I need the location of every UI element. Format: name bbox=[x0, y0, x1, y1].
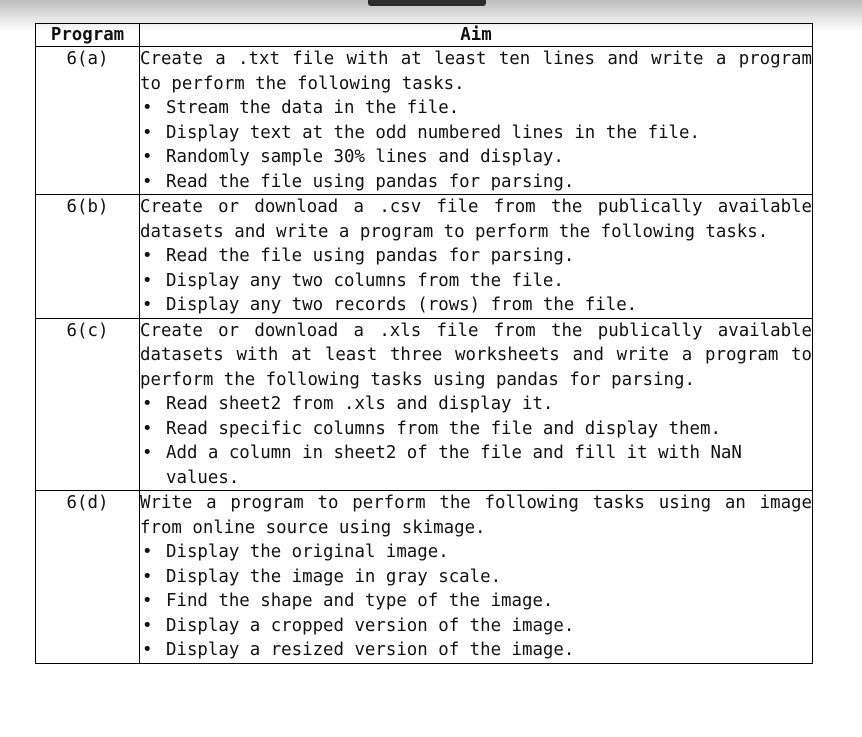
task-item: Display the original image. bbox=[140, 540, 812, 565]
task-list: Display the original image. Display the … bbox=[140, 540, 812, 663]
header-row: Program Aim bbox=[35, 23, 813, 47]
top-tab-handle bbox=[368, 0, 486, 6]
aim-intro: Create a .txt file with at least ten lin… bbox=[140, 49, 812, 94]
aim-intro: Create or download a .csv file from the … bbox=[140, 197, 812, 242]
aim-intro: Create or download a .xls file from the … bbox=[140, 320, 812, 390]
header-aim: Aim bbox=[139, 23, 813, 47]
program-cell: 6(c) bbox=[35, 317, 140, 491]
task-item: Display any two columns from the file. bbox=[140, 269, 812, 294]
task-item: Display text at the odd numbered lines i… bbox=[140, 121, 812, 146]
task-list: Stream the data in the file. Display tex… bbox=[140, 96, 812, 194]
table-row: 6(c) Create or download a .xls file from… bbox=[35, 317, 813, 491]
header-program: Program bbox=[35, 23, 140, 47]
program-cell: 6(b) bbox=[35, 194, 140, 319]
task-item: Display any two records (rows) from the … bbox=[140, 293, 812, 318]
task-item: Add a column in sheet2 of the file and f… bbox=[140, 441, 812, 490]
task-item: Randomly sample 30% lines and display. bbox=[140, 145, 812, 170]
aim-intro: Write a program to perform the following… bbox=[140, 493, 812, 538]
task-item: Find the shape and type of the image. bbox=[140, 589, 812, 614]
table-row: 6(a) Create a .txt file with at least te… bbox=[35, 46, 813, 195]
task-item: Display the image in gray scale. bbox=[140, 565, 812, 590]
task-item: Display a cropped version of the image. bbox=[140, 614, 812, 639]
aim-cell: Create or download a .csv file from the … bbox=[139, 194, 813, 319]
aim-cell: Create a .txt file with at least ten lin… bbox=[139, 46, 813, 195]
task-item: Stream the data in the file. bbox=[140, 96, 812, 121]
task-list: Read sheet2 from .xls and display it. Re… bbox=[140, 392, 812, 490]
task-item: Read the file using pandas for parsing. bbox=[140, 244, 812, 269]
task-item: Read the file using pandas for parsing. bbox=[140, 170, 812, 195]
task-item: Display a resized version of the image. bbox=[140, 638, 812, 663]
table-row: 6(b) Create or download a .csv file from… bbox=[35, 194, 813, 319]
program-aim-table: Program Aim 6(a) Create a .txt file with… bbox=[35, 23, 813, 664]
program-cell: 6(a) bbox=[35, 46, 140, 195]
program-cell: 6(d) bbox=[35, 490, 140, 664]
aim-cell: Create or download a .xls file from the … bbox=[139, 317, 813, 491]
table-row: 6(d) Write a program to perform the foll… bbox=[35, 490, 813, 664]
task-item: Read sheet2 from .xls and display it. bbox=[140, 392, 812, 417]
task-item: Read specific columns from the file and … bbox=[140, 417, 812, 442]
aim-cell: Write a program to perform the following… bbox=[139, 490, 813, 664]
task-list: Read the file using pandas for parsing. … bbox=[140, 244, 812, 318]
